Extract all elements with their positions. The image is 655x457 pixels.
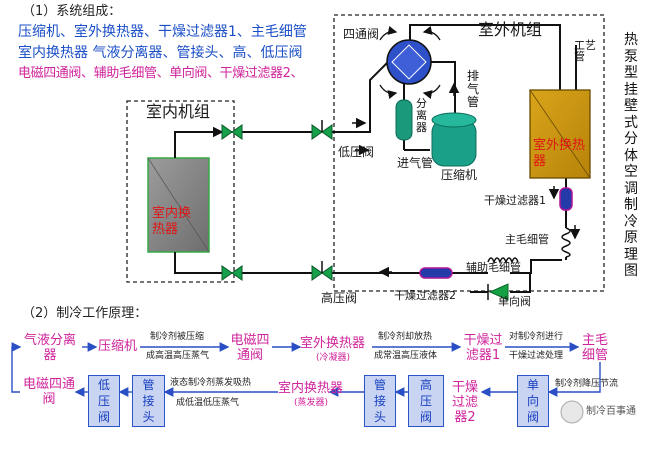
- indoor-hx-label: 室内换热器: [152, 206, 192, 237]
- flow-low-valve-box: 低压阀: [88, 375, 120, 427]
- flow-evaporator: (蒸发器): [294, 398, 329, 408]
- four-way-valve-label: 四通阀: [343, 27, 380, 41]
- dry-filter-2: [419, 267, 453, 279]
- dry-filter-1: [559, 187, 573, 211]
- separator: [395, 99, 413, 141]
- flow-gas-liquid-separator: 气液分离器: [23, 333, 76, 363]
- aux-capillary-coil: [487, 257, 519, 265]
- vertical-title: 热泵型挂壁式分体空调制冷原理图: [624, 32, 638, 279]
- outdoor-unit-label: 室外机组: [478, 20, 543, 39]
- flow-check-valve-box: 单向阀: [517, 375, 549, 427]
- flow-compressor: 压缩机: [98, 339, 138, 354]
- high-pressure-valve-indoor: [221, 265, 243, 281]
- flow-arrow5-top: 液态制冷剂蒸发吸热: [170, 378, 252, 388]
- check-valve-symbol: [488, 283, 509, 301]
- flow-arrow4-top: 制冷剂降压节流: [555, 379, 619, 389]
- main-capillary-label: 主毛细管: [505, 233, 549, 246]
- low-pressure-valve-indoor: [221, 124, 243, 140]
- high-pressure-valve-outdoor: [311, 261, 333, 281]
- process-pipe-label: 工艺管: [574, 39, 596, 63]
- compressor-label: 压缩机: [441, 168, 478, 182]
- flow-dry-filter-1: 干燥过滤器1: [463, 333, 503, 363]
- flow-pipe-joint-box-1: 管接头: [132, 375, 165, 427]
- flow-main-capillary: 主毛细管: [581, 333, 608, 363]
- dry-filter-2-label: 干燥过滤器2: [394, 289, 456, 302]
- section2-title: （2）制冷工作原理：: [22, 306, 148, 321]
- flow-arrow5-bottom: 成低温低压蒸气: [176, 398, 240, 408]
- flow-solenoid-4way-top: 电磁四通阀: [230, 333, 270, 363]
- separator-label: 分离器: [416, 97, 427, 134]
- flow-arrow3-bottom: 干燥过滤处理: [509, 351, 564, 361]
- section1-title: （1）系统组成：: [22, 4, 122, 19]
- main-capillary-coil: [561, 227, 571, 258]
- low-pressure-valve-outdoor: [311, 120, 333, 140]
- flow-outdoor-hx: 室外换热器: [300, 336, 366, 351]
- flow-arrow1-top: 制冷剂被压缩: [150, 332, 205, 342]
- indoor-unit-label: 室内机组: [146, 102, 211, 121]
- flow-arrow2-bottom: 成常温高压液体: [374, 351, 438, 361]
- flow-high-valve-box: 高压阀: [408, 375, 444, 427]
- suction-pipe-label: 进气管: [397, 156, 434, 170]
- flow-arrow1-bottom: 成高温高压蒸气: [146, 351, 210, 361]
- components-line-1: 压缩机、室外换热器、干燥过滤器1、主毛细管: [18, 24, 307, 40]
- aux-capillary-label: 辅助毛细管: [466, 261, 521, 274]
- check-valve-label: 单向阀: [498, 295, 531, 308]
- flow-arrow2-top: 制冷剂却放热: [378, 332, 433, 342]
- components-line-3: 电磁四通阀、辅助毛细管、单向阀、干燥过滤器2、: [18, 66, 304, 81]
- outdoor-hx-label: 室外换热器: [533, 138, 586, 169]
- high-pressure-valve-label: 高压阀: [321, 291, 358, 305]
- flow-condenser: (冷凝器): [316, 353, 351, 363]
- outdoor-unit-box: [333, 14, 605, 292]
- dry-filter-1-label: 干燥过滤器1: [484, 194, 546, 207]
- low-pressure-valve-label: 低压阀: [338, 145, 375, 159]
- flow-indoor-hx: 室内换热器: [278, 381, 344, 396]
- flow-dry-filter-2: 干燥过滤器2: [451, 380, 478, 425]
- discharge-pipe-label: 排气管: [467, 69, 480, 109]
- components-line-2: 室内换热器 气液分离器、管接头、高、低压阀: [18, 45, 303, 61]
- flow-arrow3-top: 对制冷剂进行: [509, 332, 564, 342]
- flow-solenoid-4way-bottom: 电磁四通阀: [22, 377, 75, 407]
- indoor-unit-box: [126, 100, 235, 283]
- flow-pipe-joint-box-2: 管接头: [364, 375, 396, 427]
- watermark: 制冷百事通: [586, 406, 636, 417]
